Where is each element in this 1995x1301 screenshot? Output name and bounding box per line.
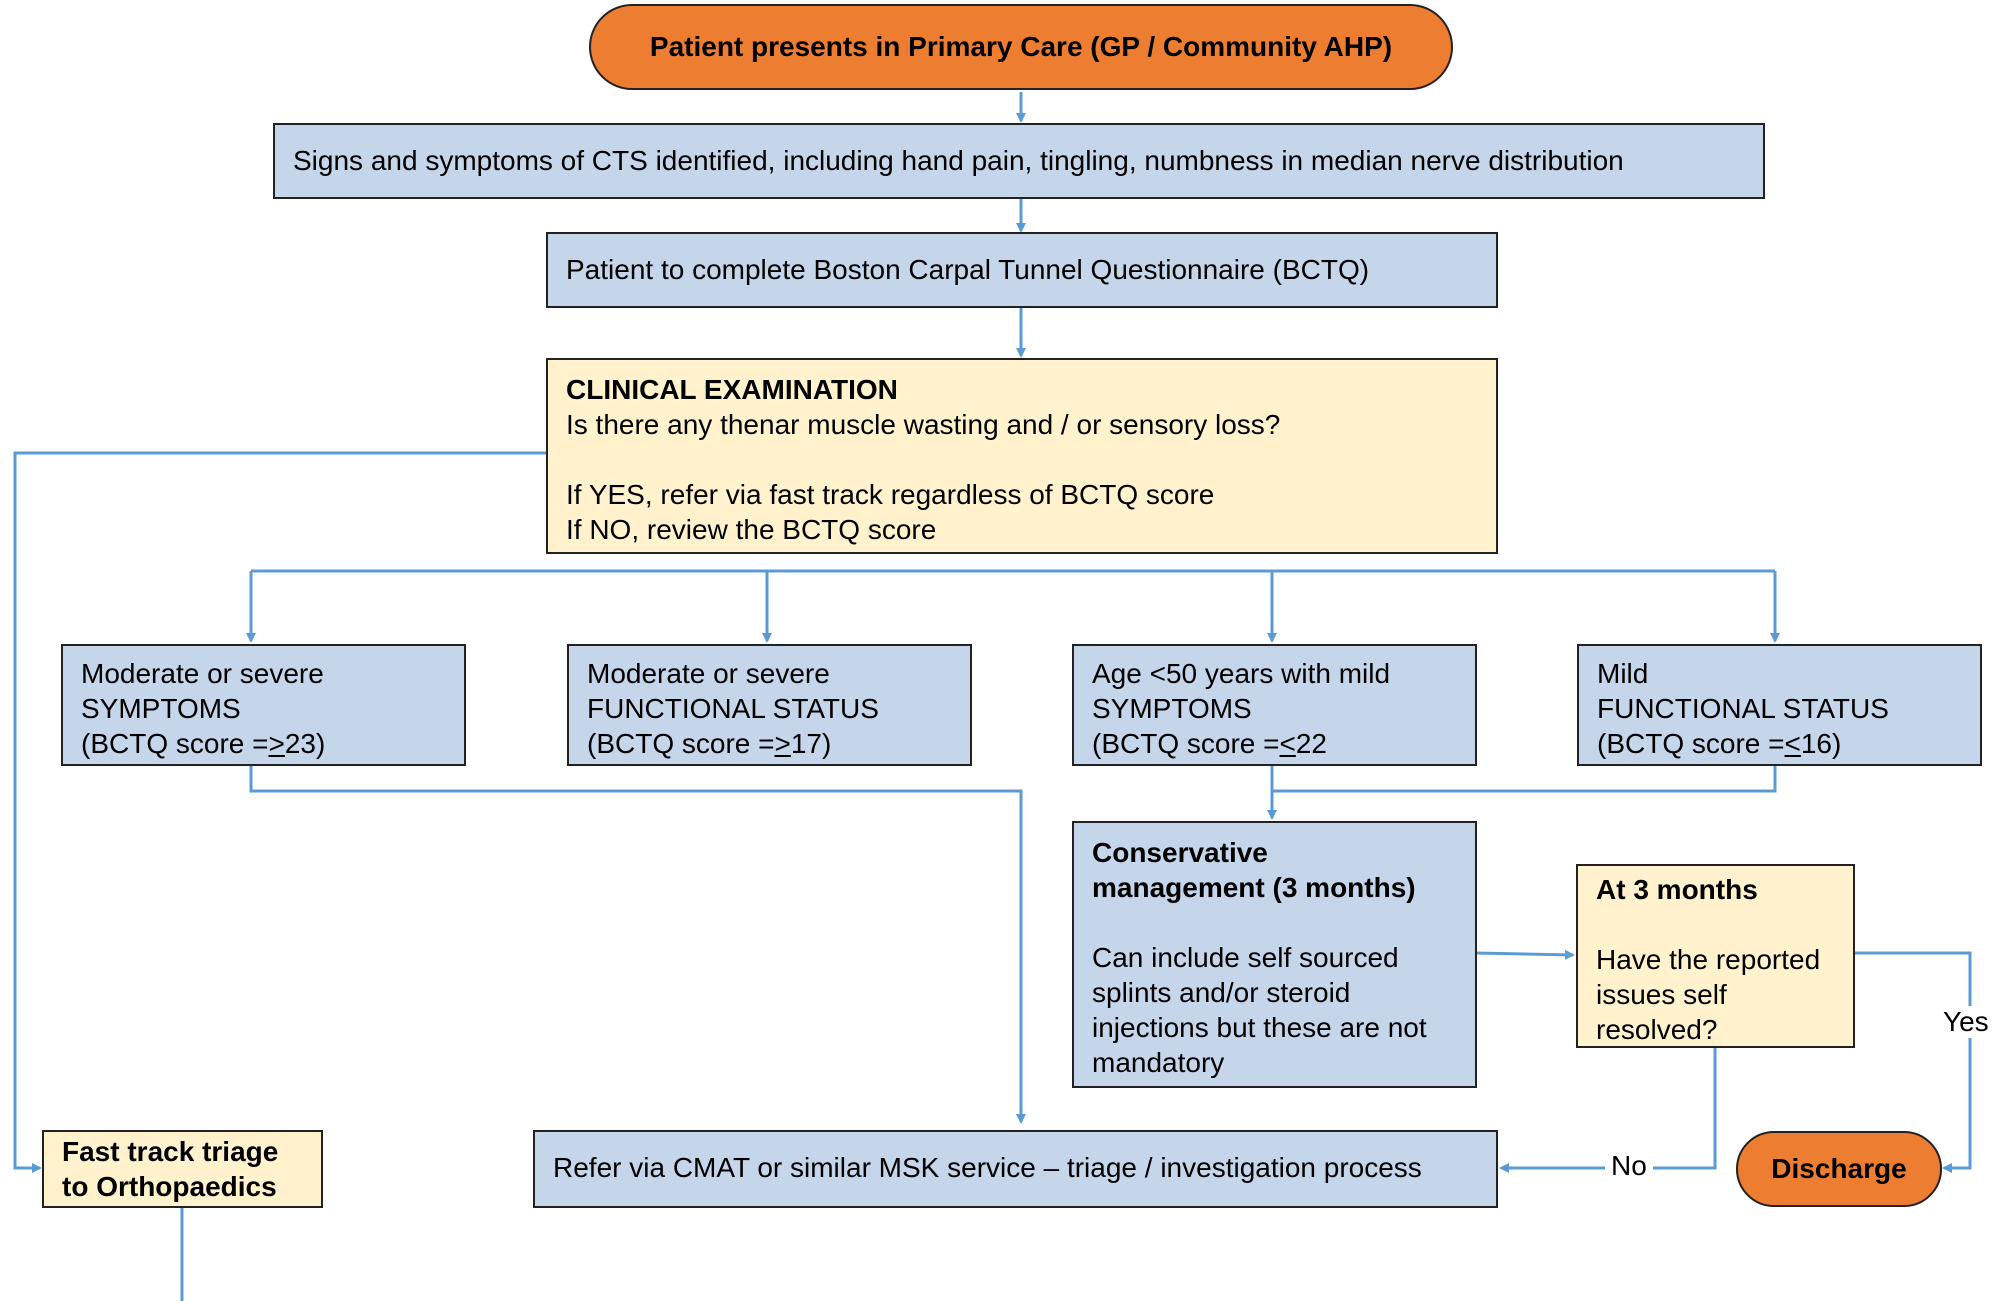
fast-track-line2: to Orthopaedics xyxy=(62,1171,277,1202)
exam-title: CLINICAL EXAMINATION xyxy=(566,374,898,405)
moderate-symptoms-score: (BCTQ score =>23) xyxy=(81,728,326,759)
three-months-line3: resolved? xyxy=(1596,1014,1718,1045)
bctq-text: Patient to complete Boston Carpal Tunnel… xyxy=(566,254,1370,285)
logo-fragment xyxy=(1810,0,1930,10)
bctq-box: Patient to complete Boston Carpal Tunnel… xyxy=(546,232,1498,308)
yes-label: Yes xyxy=(1937,1006,1995,1038)
mild-functional-box: Mild FUNCTIONAL STATUS (BCTQ score =<16) xyxy=(1577,644,1982,766)
conservative-body-line2: splints and/or steroid xyxy=(1092,977,1351,1008)
arrow-moderate-to-refer xyxy=(249,766,1026,1124)
moderate-functional-line1: Moderate or severe xyxy=(587,658,830,689)
line-mild-functional-join xyxy=(1272,766,1777,793)
signs-symptoms-box: Signs and symptoms of CTS identified, in… xyxy=(273,123,1765,199)
fast-track-line1: Fast track triage xyxy=(62,1136,279,1167)
exam-if-yes: If YES, refer via fast track regardless … xyxy=(566,479,1215,510)
start-label: Patient presents in Primary Care (GP / C… xyxy=(649,31,1393,62)
moderate-functional-score: (BCTQ score =>17) xyxy=(587,728,832,759)
moderate-functional-line2: FUNCTIONAL STATUS xyxy=(587,693,879,724)
exam-question: Is there any thenar muscle wasting and /… xyxy=(566,409,1281,440)
mild-functional-line2: FUNCTIONAL STATUS xyxy=(1597,693,1889,724)
discharge-label: Discharge xyxy=(1771,1153,1907,1184)
clinical-examination-box: CLINICAL EXAMINATION Is there any thenar… xyxy=(546,358,1498,554)
exam-if-no: If NO, review the BCTQ score xyxy=(566,514,937,545)
start-node: Patient presents in Primary Care (GP / C… xyxy=(589,4,1453,90)
moderate-symptoms-line2: SYMPTOMS xyxy=(81,693,241,724)
conservative-body-line4: mandatory xyxy=(1092,1047,1225,1078)
fast-track-box: Fast track triage to Orthopaedics xyxy=(42,1130,323,1208)
refer-text: Refer via CMAT or similar MSK service – … xyxy=(553,1152,1422,1183)
conservative-title-line1: Conservative xyxy=(1092,837,1268,868)
age-mild-score: (BCTQ score =<22 xyxy=(1092,728,1327,759)
three-months-title: At 3 months xyxy=(1596,874,1758,905)
age-mild-symptoms-box: Age <50 years with mild SYMPTOMS (BCTQ s… xyxy=(1072,644,1477,766)
age-mild-line1: Age <50 years with mild xyxy=(1092,658,1391,689)
moderate-functional-box: Moderate or severe FUNCTIONAL STATUS (BC… xyxy=(567,644,972,766)
mild-functional-score: (BCTQ score =<16) xyxy=(1597,728,1842,759)
refer-box: Refer via CMAT or similar MSK service – … xyxy=(533,1130,1498,1208)
three-months-line1: Have the reported xyxy=(1596,944,1821,975)
discharge-node: Discharge xyxy=(1736,1131,1942,1207)
conservative-title-line2: management (3 months) xyxy=(1092,872,1416,903)
arrow-conservative-to-3months xyxy=(1474,949,1575,960)
conservative-body-line3: injections but these are not xyxy=(1092,1012,1427,1043)
conservative-body-line1: Can include self sourced xyxy=(1092,942,1399,973)
arrow-3months-no-to-refer xyxy=(1499,1047,1717,1173)
moderate-symptoms-box: Moderate or severe SYMPTOMS (BCTQ score … xyxy=(61,644,466,766)
moderate-symptoms-line1: Moderate or severe xyxy=(81,658,324,689)
signs-symptoms-text: Signs and symptoms of CTS identified, in… xyxy=(293,145,1624,176)
three-months-line2: issues self xyxy=(1596,979,1727,1010)
mild-functional-line1: Mild xyxy=(1597,658,1649,689)
no-label: No xyxy=(1605,1150,1653,1182)
conservative-management-box: Conservative management (3 months) Can i… xyxy=(1072,821,1477,1088)
three-months-box: At 3 months Have the reported issues sel… xyxy=(1576,864,1855,1048)
age-mild-line2: SYMPTOMS xyxy=(1092,693,1252,724)
arrow-3months-yes-to-discharge xyxy=(1855,951,1972,1173)
arrow-exam-to-fast-track xyxy=(13,451,546,1173)
